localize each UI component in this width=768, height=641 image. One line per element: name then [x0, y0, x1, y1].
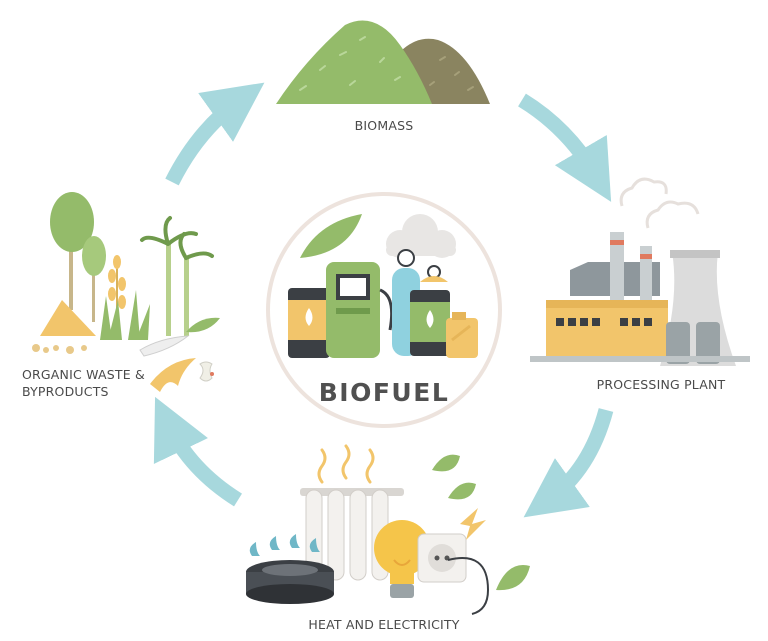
stage-label-processing-plant: PROCESSING PLANT — [596, 377, 726, 392]
heat-waves-icon — [317, 444, 375, 484]
stage-label-organic-waste-line-2: BYPRODUCTS — [22, 384, 109, 399]
cycle-arrows — [153, 82, 614, 518]
jerrycan-icon — [446, 312, 478, 358]
stage-label-biomass: BIOMASS — [354, 118, 414, 133]
leaf-icon — [448, 482, 476, 500]
grass-icon — [100, 290, 150, 340]
center-label-biofuel: BIOFUEL — [318, 378, 450, 407]
fuel-pump-icon — [326, 262, 394, 358]
organic-waste-icons — [32, 192, 220, 392]
arrow-to-heat-electricity — [523, 408, 614, 518]
leaf-icon — [496, 565, 530, 591]
center-biofuel — [266, 192, 502, 428]
arrow-to-biomass — [165, 82, 265, 186]
sugarcane-icon — [140, 216, 214, 336]
arrow-to-processing-plant — [518, 93, 612, 202]
wheat-icon — [108, 255, 126, 336]
sawdust-icon — [32, 344, 87, 354]
hay-pile-icon — [40, 300, 96, 336]
stage-label-organic-waste-line-1: ORGANIC WASTE & — [22, 367, 145, 382]
cable-icon — [447, 557, 490, 615]
arrow-to-organic-waste — [153, 396, 243, 507]
apple-core-icon — [199, 361, 214, 382]
stage-label-heat-electricity: HEAT AND ELECTRICITY — [308, 617, 460, 632]
hills-icon — [276, 20, 490, 104]
banana-peel-icon — [150, 358, 196, 392]
gas-stove-icon — [246, 534, 334, 604]
trees-icon — [50, 192, 106, 322]
leaf-icon — [300, 214, 362, 258]
fuel-barrel-icon — [410, 276, 450, 356]
leaf-icon — [186, 317, 220, 333]
stage-label-organic-waste: ORGANIC WASTE & BYPRODUCTS — [22, 366, 152, 400]
leaf-icon — [432, 454, 460, 472]
fuel-barrel-icon — [288, 288, 330, 358]
parsnip-icon — [139, 335, 190, 357]
factory-icon — [530, 177, 750, 366]
lightning-icon — [460, 508, 486, 540]
power-socket-icon — [417, 533, 467, 583]
heat-electricity-icons — [246, 444, 530, 615]
light-bulb-icon — [374, 520, 430, 598]
